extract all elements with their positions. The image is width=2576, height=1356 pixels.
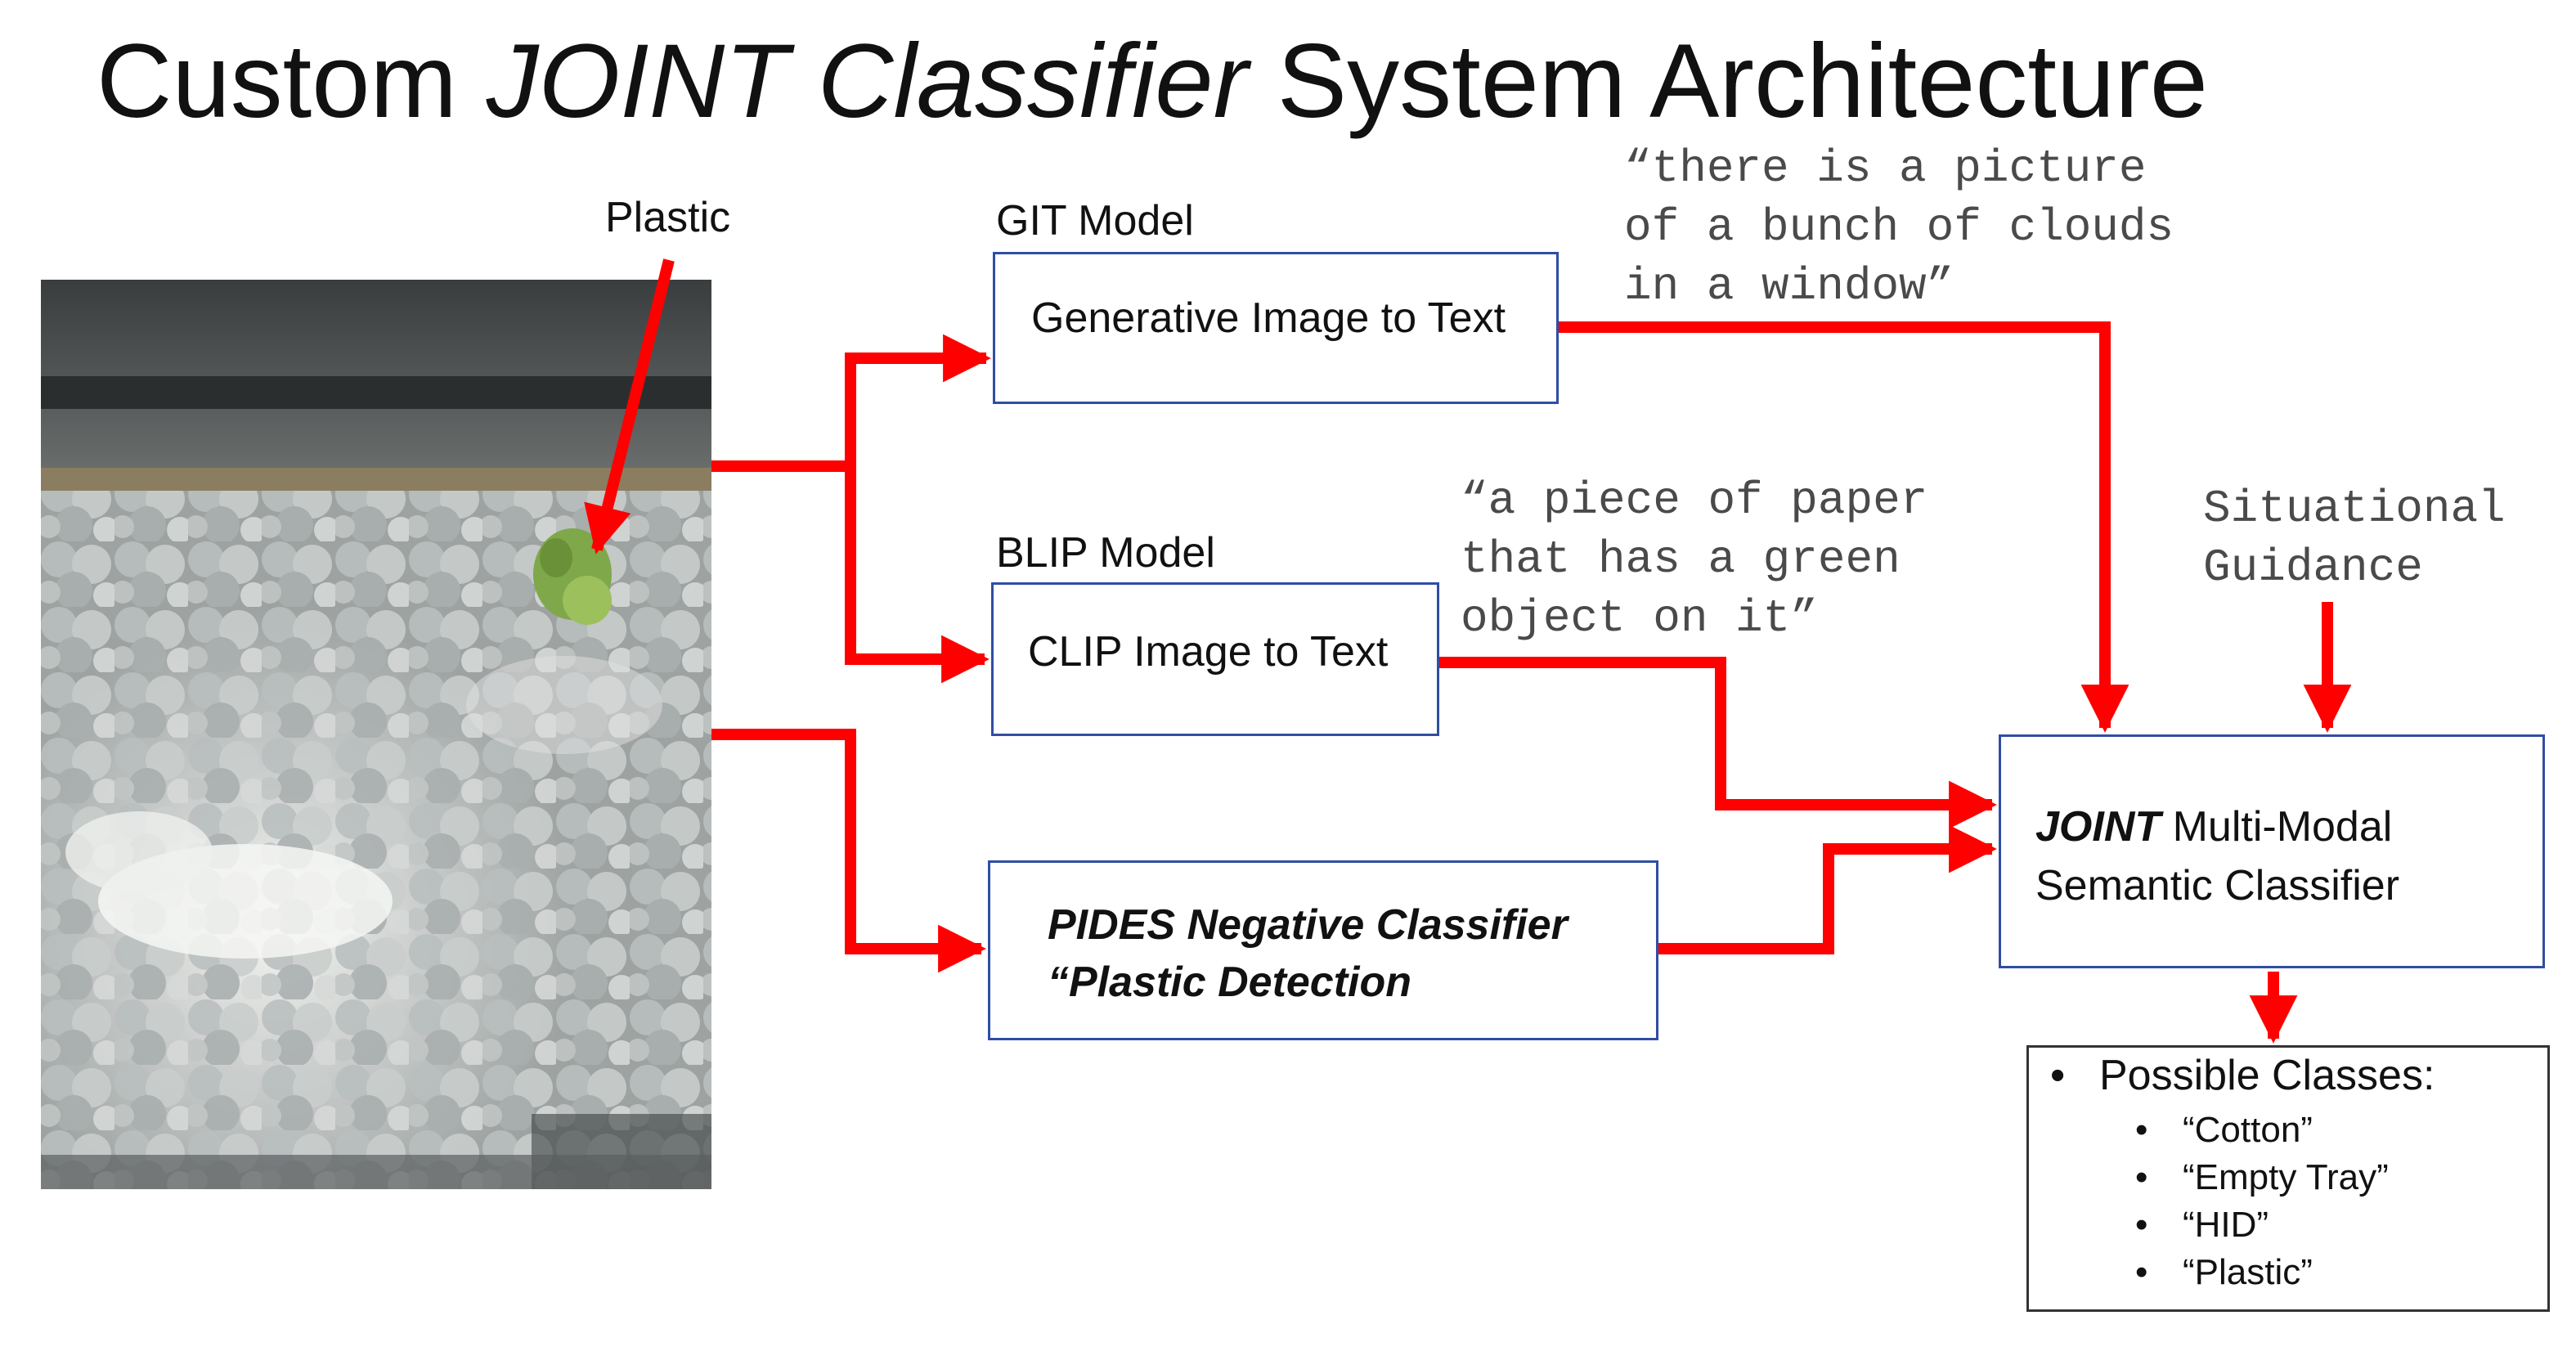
blip-model-box: CLIP Image to Text bbox=[991, 582, 1439, 736]
list-item: • “Empty Tray” bbox=[2135, 1154, 2389, 1201]
git-model-label: Generative Image to Text bbox=[1031, 294, 1506, 342]
pides-line-2: “Plastic Detection bbox=[1048, 959, 1412, 1006]
git-model-box: Generative Image to Text bbox=[993, 252, 1559, 404]
joint-line-2: Semantic Classifier bbox=[2035, 862, 2400, 909]
blip-to-joint-arrow bbox=[1439, 657, 1997, 829]
pides-classifier-box: PIDES Negative Classifier “Plastic Detec… bbox=[988, 860, 1658, 1040]
class-label: “HID” bbox=[2183, 1205, 2269, 1245]
cotton-tray-photo bbox=[41, 280, 711, 1189]
class-label: “Cotton” bbox=[2183, 1110, 2313, 1150]
title-part-2: JOINT Classifier bbox=[486, 23, 1249, 140]
pides-to-joint-arrow bbox=[1658, 824, 1997, 954]
list-item: • “Cotton” bbox=[2135, 1107, 2389, 1154]
class-label: “Plastic” bbox=[2183, 1252, 2313, 1292]
joint-classifier-box: JOINT Multi-Modal Semantic Classifier bbox=[1999, 734, 2545, 968]
joint-bold-label: JOINT bbox=[2035, 803, 2161, 851]
image-to-blip-arrow bbox=[845, 466, 990, 684]
input-image bbox=[41, 280, 711, 1189]
image-to-pides-arrow bbox=[711, 729, 986, 973]
blip-output-text: “a piece of paper that has a green objec… bbox=[1461, 474, 1928, 644]
git-model-caption: GIT Model bbox=[996, 197, 1194, 245]
title-part-3: System Architecture bbox=[1248, 23, 2208, 140]
classes-list: • “Cotton” • “Empty Tray” • “HID” • “Plastic… bbox=[2135, 1107, 2389, 1296]
list-item: • “Plastic” bbox=[2135, 1249, 2389, 1296]
page-title: Custom JOINT Classifier System Architect… bbox=[96, 23, 2208, 140]
class-label: “Empty Tray” bbox=[2183, 1157, 2389, 1197]
joint-rest-label: Multi-Modal bbox=[2161, 803, 2393, 851]
joint-line-1: JOINT Multi-Modal bbox=[2035, 802, 2392, 851]
bullet-icon: • bbox=[2050, 1052, 2066, 1099]
pides-line-1: PIDES Negative Classifier bbox=[1048, 901, 1568, 949]
possible-classes-box: • Possible Classes: • “Cotton” • “Empty Tra… bbox=[2026, 1045, 2550, 1312]
bullet-icon: • bbox=[2135, 1110, 2148, 1150]
possible-classes-heading: • Possible Classes: bbox=[2050, 1051, 2435, 1100]
list-item: • “HID” bbox=[2135, 1201, 2389, 1249]
bullet-icon: • bbox=[2135, 1205, 2148, 1245]
git-output-text: “there is a picture of a bunch of clouds… bbox=[1624, 142, 2174, 312]
blip-model-label: CLIP Image to Text bbox=[1028, 628, 1389, 676]
bullet-icon: • bbox=[2135, 1157, 2148, 1197]
bullet-icon: • bbox=[2135, 1252, 2148, 1292]
blip-model-caption: BLIP Model bbox=[996, 529, 1215, 577]
classes-heading-text: Possible Classes: bbox=[2099, 1052, 2435, 1099]
image-to-git-arrow bbox=[845, 334, 991, 466]
title-part-1: Custom bbox=[96, 23, 487, 140]
plastic-label: Plastic bbox=[605, 194, 731, 241]
situational-guidance-text: Situational Guidance bbox=[2203, 483, 2506, 594]
